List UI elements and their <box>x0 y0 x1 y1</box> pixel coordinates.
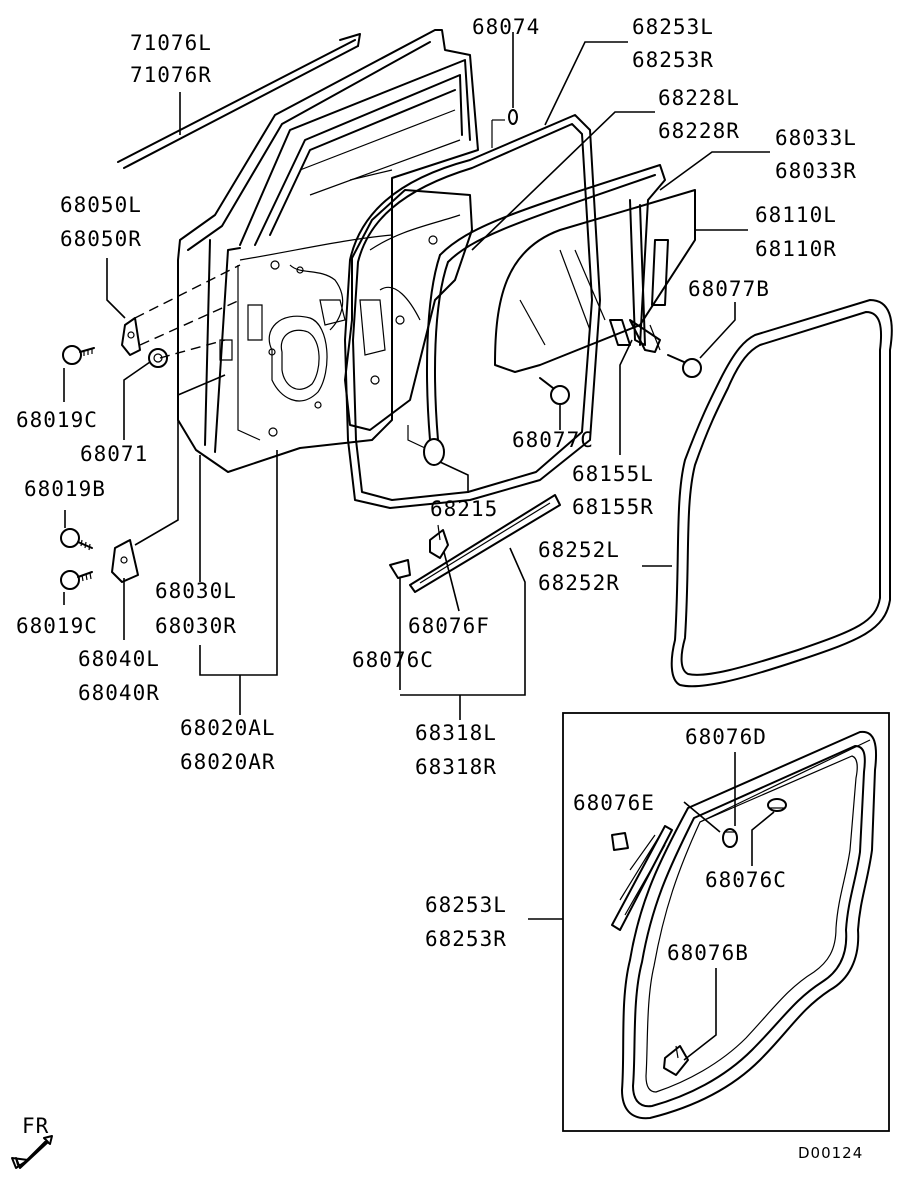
label-68228R: 68228R <box>658 119 740 143</box>
label-71076L: 71076L <box>130 31 212 55</box>
label-68076C-main: 68076C <box>352 648 434 672</box>
door-shell-part[interactable] <box>177 29 479 473</box>
inset-frame <box>562 712 890 1132</box>
sealing-screen-part[interactable] <box>344 189 473 431</box>
label-68076D: 68076D <box>685 725 767 749</box>
label-68074: 68074 <box>472 15 540 39</box>
clip-68076c-part[interactable] <box>389 559 411 579</box>
label-68253R-inset: 68253R <box>425 927 507 951</box>
window-glass-part[interactable] <box>494 189 696 373</box>
clip-68076b-part[interactable] <box>663 1045 689 1076</box>
label-fr: FR <box>22 1114 49 1138</box>
label-68253L-inset: 68253L <box>425 893 507 917</box>
hinge-line-lower <box>139 299 241 346</box>
hinge-line-nut <box>159 339 226 359</box>
label-68076B: 68076B <box>667 941 749 965</box>
nut-68071[interactable] <box>148 348 168 368</box>
label-68077C: 68077C <box>512 428 594 452</box>
label-68228L: 68228L <box>658 86 740 110</box>
label-68050R: 68050R <box>60 227 142 251</box>
label-68019B: 68019B <box>24 477 106 501</box>
label-68215: 68215 <box>430 497 498 521</box>
label-68155L: 68155L <box>572 462 654 486</box>
label-68040R: 68040R <box>78 681 160 705</box>
hinge-line-upper <box>134 264 241 319</box>
label-68050L: 68050L <box>60 193 142 217</box>
label-68252L: 68252L <box>538 538 620 562</box>
label-68040L: 68040L <box>78 647 160 671</box>
label-68033L: 68033L <box>775 126 857 150</box>
belt-molding-part[interactable] <box>117 33 361 169</box>
label-68071: 68071 <box>80 442 148 466</box>
clip-68076f-part[interactable] <box>429 524 449 559</box>
label-68318R: 68318R <box>415 755 497 779</box>
part-labels: 71076L 71076R 68074 68253L 68253R 68228L… <box>16 15 863 1162</box>
label-68030L: 68030L <box>155 579 237 603</box>
inset-weatherstrip-part[interactable] <box>611 730 878 1120</box>
label-68252R: 68252R <box>538 571 620 595</box>
label-68110R: 68110R <box>755 237 837 261</box>
label-68318L: 68318L <box>415 721 497 745</box>
label-68253R-top: 68253R <box>632 48 714 72</box>
bolt-68019c-upper[interactable] <box>62 345 95 365</box>
bolt-68019b[interactable] <box>60 528 93 551</box>
label-68110L: 68110L <box>755 203 837 227</box>
clip-68076e-part[interactable] <box>611 832 629 851</box>
diagram-id: D00124 <box>798 1144 863 1162</box>
bolt-68077b[interactable] <box>667 354 702 378</box>
leader-lines <box>63 32 770 720</box>
label-68030R: 68030R <box>155 614 237 638</box>
bolt-68019c-lower[interactable] <box>60 570 93 590</box>
clip-68076d-part[interactable] <box>722 828 738 848</box>
label-68077B: 68077B <box>688 277 770 301</box>
label-68076E: 68076E <box>573 791 655 815</box>
label-68033R: 68033R <box>775 159 857 183</box>
glass-run-channel-part[interactable] <box>426 164 666 441</box>
label-68253L-top: 68253L <box>632 15 714 39</box>
label-68155R: 68155R <box>572 495 654 519</box>
bolt-68077c[interactable] <box>539 377 570 405</box>
clip-68076c-inset-part[interactable] <box>767 798 787 812</box>
label-68076C-inset: 68076C <box>705 868 787 892</box>
door-weatherstrip-part[interactable] <box>344 109 601 509</box>
front-direction-arrow <box>11 1135 53 1169</box>
inset-leader-lines <box>528 752 775 1061</box>
label-68020AR: 68020AR <box>180 750 276 774</box>
label-68020AL: 68020AL <box>180 716 276 740</box>
label-71076R: 71076R <box>130 63 212 87</box>
door-bumper-part[interactable] <box>407 425 445 466</box>
bracket-68050[interactable] <box>121 317 141 356</box>
sill-molding-part[interactable] <box>409 494 561 593</box>
body-weatherstrip-part[interactable] <box>670 299 893 688</box>
label-68076F: 68076F <box>408 614 490 638</box>
label-68019C-lower: 68019C <box>16 614 98 638</box>
label-68019C-upper: 68019C <box>16 408 98 432</box>
striker-68040[interactable] <box>111 539 139 583</box>
